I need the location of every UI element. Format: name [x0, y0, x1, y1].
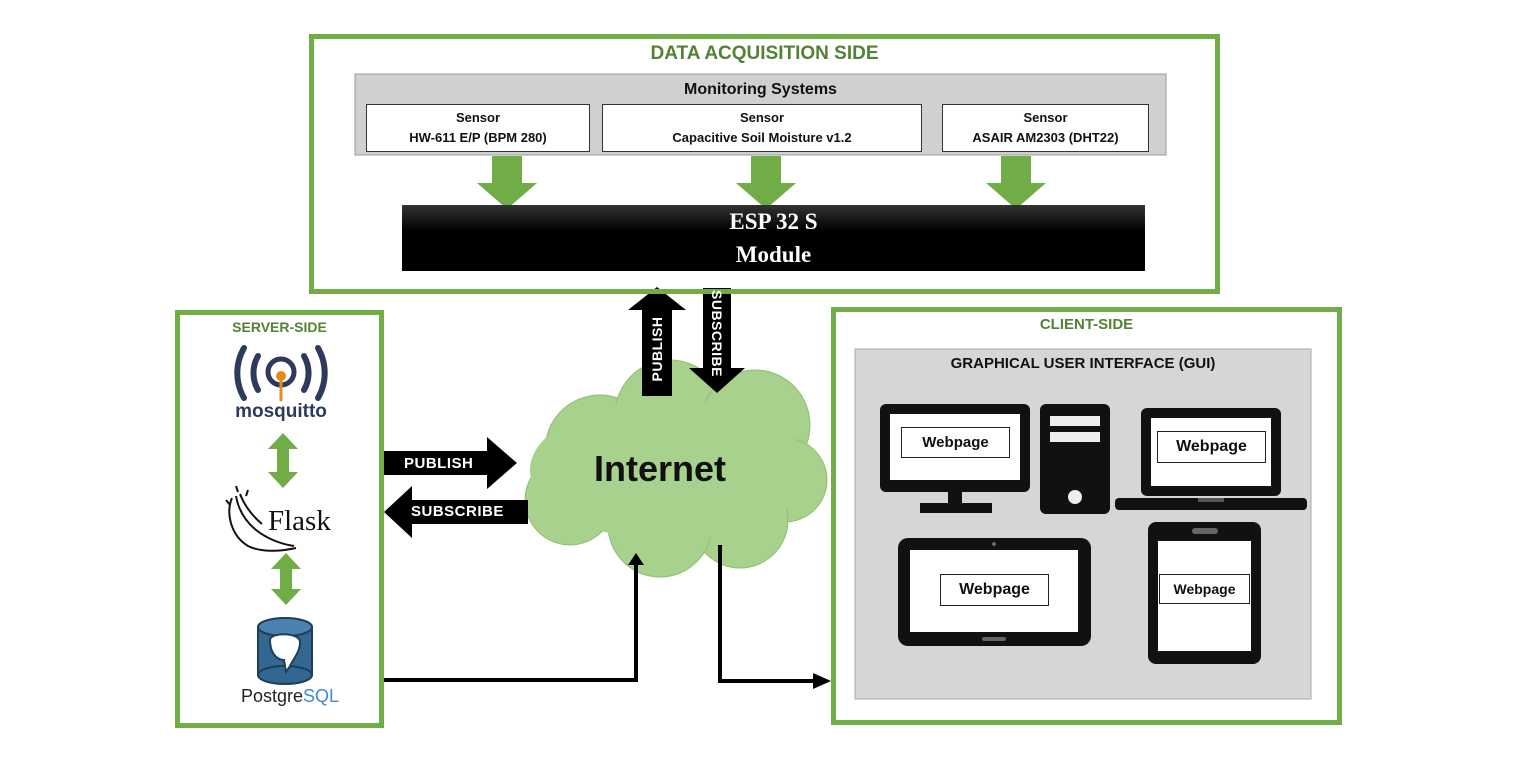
subscribe-left-label: SUBSCRIBE	[411, 503, 504, 520]
flask-wordmark: Flask	[268, 505, 331, 537]
subscribe-left-arrow	[384, 486, 528, 538]
gui-title: GRAPHICAL USER INTERFACE (GUI)	[950, 355, 1216, 372]
sensor-arrows	[477, 156, 1046, 209]
postgresql-wordmark: PostgreSQL	[228, 686, 352, 707]
internet-cloud	[524, 359, 828, 578]
publish-right-label: PUBLISH	[404, 455, 474, 472]
sensor-arrow-2	[736, 156, 796, 209]
data-acquisition-title: DATA ACQUISITION SIDE	[650, 43, 879, 64]
double-arrow-1	[268, 433, 298, 488]
esp-title: ESP 32 S	[729, 209, 818, 234]
server-to-internet-line	[384, 563, 638, 682]
publish-right-arrow	[384, 437, 517, 489]
sensor-label: Sensor	[1023, 110, 1068, 125]
server-side-box	[175, 310, 384, 728]
sensor-model: Capacitive Soil Moisture v1.2	[672, 130, 852, 145]
pc-tower-icon	[1040, 404, 1110, 514]
internet-label: Internet	[593, 448, 726, 489]
sensor-box-bmp280: Sensor HW-611 E/P (BPM 280)	[366, 104, 590, 152]
sensor-model: ASAIR AM2303 (DHT22)	[972, 130, 1119, 145]
server-to-internet-arrowhead	[628, 553, 644, 565]
server-side-title: SERVER-SIDE	[232, 319, 327, 335]
client-side-title: CLIENT-SIDE	[1039, 316, 1134, 333]
publish-up-arrow	[628, 287, 686, 396]
sensor-arrow-1	[477, 156, 537, 209]
postgresql-wordmark-a: Postgre	[240, 686, 303, 706]
sensor-label: Sensor	[455, 110, 501, 125]
flask-logo-horn	[225, 485, 297, 552]
double-arrow-2	[271, 553, 301, 605]
subscribe-down-arrow	[689, 288, 745, 393]
subscribe-down-label: SUBSCRIBE	[709, 290, 725, 377]
internet-to-client-arrowhead	[813, 673, 831, 689]
sensor-box-dht22: Sensor ASAIR AM2303 (DHT22)	[942, 104, 1149, 152]
webpage-desktop: Webpage	[901, 427, 1010, 458]
sensor-box-soil-moisture: Sensor Capacitive Soil Moisture v1.2	[602, 104, 922, 152]
webpage-laptop: Webpage	[1157, 431, 1266, 463]
postgresql-logo-icon	[257, 617, 313, 685]
webpage-tablet: Webpage	[940, 574, 1049, 606]
sensor-arrow-3	[986, 156, 1046, 209]
esp-subtitle: Module	[735, 242, 812, 267]
client-side-box	[831, 307, 1342, 725]
monitoring-systems-title: Monitoring Systems	[684, 81, 837, 98]
server-double-arrows	[268, 433, 301, 605]
sensor-model: HW-611 E/P (BPM 280)	[409, 130, 547, 145]
publish-up-label: PUBLISH	[649, 316, 665, 382]
webpage-phone: Webpage	[1159, 574, 1250, 604]
postgresql-wordmark-b: SQL	[303, 686, 340, 706]
internet-to-client-line	[718, 545, 815, 683]
esp32-module-bar: ESP 32 S Module	[402, 205, 1145, 271]
mosquitto-wordmark: mosquitto	[235, 401, 327, 422]
sensor-label: Sensor	[739, 110, 785, 125]
mosquitto-logo	[234, 345, 328, 402]
data-acquisition-box	[309, 34, 1220, 294]
